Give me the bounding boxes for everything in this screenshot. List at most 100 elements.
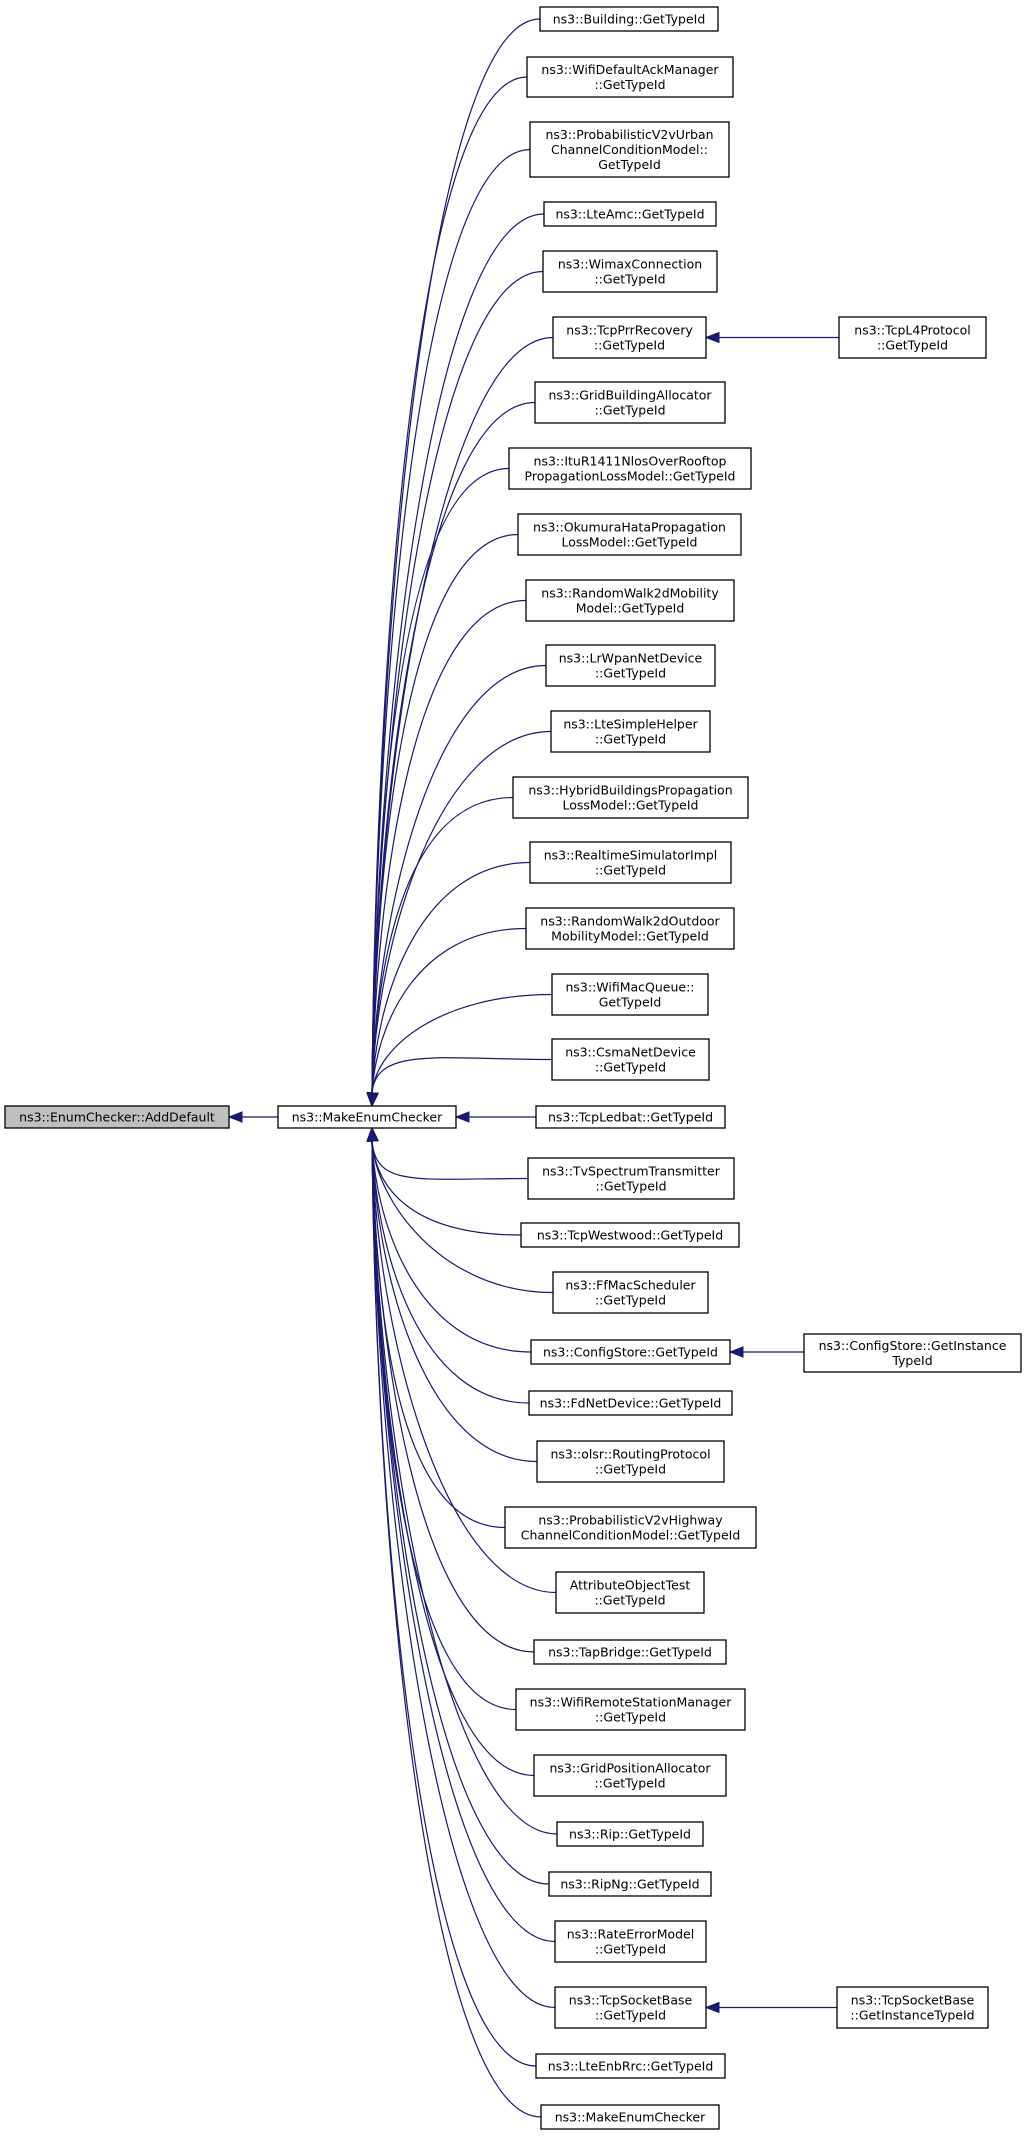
node-fd-net-device[interactable]: ns3::FdNetDevice::GetTypeId: [528, 1390, 733, 1416]
node-tcp-prr-recovery[interactable]: ns3::TcpPrrRecovery::GetTypeId: [552, 316, 707, 359]
node-box: [277, 1105, 457, 1129]
node-tv-spectrum-transmitter[interactable]: ns3::TvSpectrumTransmitter::GetTypeId: [527, 1157, 735, 1200]
node-label: ns3::ConfigStore::GetTypeId: [543, 1345, 718, 1360]
node-ripng[interactable]: ns3::RipNg::GetTypeId: [548, 1871, 712, 1897]
node-box: [526, 56, 734, 98]
node-label: ns3::ProbabilisticV2vHighway: [538, 1513, 723, 1528]
node-rate-error-model[interactable]: ns3::RateErrorModel::GetTypeId: [554, 1920, 707, 1963]
node-lte-enb-rrc[interactable]: ns3::LteEnbRrc::GetTypeId: [535, 2053, 726, 2079]
node-box: [515, 1688, 746, 1731]
node-label: PropagationLossModel::GetTypeId: [525, 469, 736, 484]
node-label: ns3::TapBridge::GetTypeId: [548, 1645, 712, 1660]
node-label: ::GetTypeId: [877, 338, 948, 353]
arrowhead-tcp-socket-base: [704, 2001, 720, 2014]
node-grid-building-allocator[interactable]: ns3::GridBuildingAllocator::GetTypeId: [534, 381, 726, 424]
edge-lrwpan-net-device-to-hub: [371, 664, 547, 1094]
node-box: [838, 316, 987, 359]
node-make-enum-checker-self[interactable]: ns3::MakeEnumChecker: [540, 2104, 720, 2130]
node-box: [530, 1339, 731, 1365]
node-box: [555, 1571, 705, 1614]
node-label: ns3::WifiMacQueue::: [565, 980, 694, 995]
node-probabilistic-v2v-urban[interactable]: ns3::ProbabilisticV2vUrbanChannelConditi…: [529, 121, 730, 178]
node-box: [548, 1871, 712, 1897]
node-label: ns3::Rip::GetTypeId: [569, 1827, 691, 1842]
node-box: [528, 1390, 733, 1416]
node-wifi-default-ack-manager[interactable]: ns3::WifiDefaultAckManager::GetTypeId: [526, 56, 734, 98]
node-tcp-socket-base[interactable]: ns3::TcpSocketBase::GetTypeId: [554, 1986, 707, 2029]
node-label: LossModel::GetTypeId: [563, 798, 699, 813]
node-box: [542, 250, 718, 293]
node-label: ::GetTypeId: [595, 1293, 666, 1308]
node-tap-bridge[interactable]: ns3::TapBridge::GetTypeId: [533, 1639, 727, 1665]
node-label: ::GetTypeId: [595, 1179, 666, 1194]
node-wifi-remote-station-manager[interactable]: ns3::WifiRemoteStationManager::GetTypeId: [515, 1688, 746, 1731]
node-label: ns3::RandomWalk2dMobility: [541, 586, 719, 601]
node-okumura-hata[interactable]: ns3::OkumuraHataPropagationLossModel::Ge…: [517, 513, 742, 556]
node-lte-simple-helper[interactable]: ns3::LteSimpleHelper::GetTypeId: [550, 710, 711, 753]
node-tcp-socket-base-instance[interactable]: ns3::TcpSocketBase::GetInstanceTypeId: [836, 1986, 989, 2029]
node-label: ns3::OkumuraHataPropagation: [533, 520, 726, 535]
node-ff-mac-scheduler[interactable]: ns3::FfMacScheduler::GetTypeId: [552, 1271, 709, 1314]
node-box: [525, 579, 735, 622]
node-hybrid-buildings-propagation[interactable]: ns3::HybridBuildingsPropagationLossModel…: [512, 776, 749, 819]
node-label: ::GetTypeId: [595, 666, 666, 681]
node-probabilistic-v2v-highway[interactable]: ns3::ProbabilisticV2vHighwayChannelCondi…: [504, 1506, 757, 1549]
edge-wifi-mac-queue-to-hub: [371, 993, 553, 1094]
node-grid-position-allocator[interactable]: ns3::GridPositionAllocator::GetTypeId: [533, 1754, 727, 1797]
node-label: TypeId: [891, 1353, 932, 1368]
arrowhead-root: [227, 1111, 243, 1123]
node-random-walk-2d-outdoor[interactable]: ns3::RandomWalk2dOutdoorMobilityModel::G…: [525, 907, 735, 950]
node-label: MobilityModel::GetTypeId: [551, 929, 709, 944]
node-config-store[interactable]: ns3::ConfigStore::GetTypeId: [530, 1339, 731, 1365]
node-label: ns3::TcpL4Protocol: [854, 323, 970, 338]
node-label: ::GetInstanceTypeId: [850, 2008, 974, 2023]
node-box: [552, 1271, 709, 1314]
node-label: ns3::GridBuildingAllocator: [548, 388, 712, 403]
node-box: [554, 1920, 707, 1963]
node-csma-net-device[interactable]: ns3::CsmaNetDevice::GetTypeId: [551, 1038, 710, 1081]
node-olsr-routing-protocol[interactable]: ns3::olsr::RoutingProtocol::GetTypeId: [536, 1440, 725, 1483]
node-label: ns3::TcpWestwood::GetTypeId: [537, 1228, 723, 1243]
node-building-gettypeid[interactable]: ns3::Building::GetTypeId: [539, 6, 719, 32]
node-lte-amc[interactable]: ns3::LteAmc::GetTypeId: [543, 201, 717, 227]
node-realtime-simulator-impl[interactable]: ns3::RealtimeSimulatorImpl::GetTypeId: [529, 841, 732, 884]
node-label: ns3::FfMacScheduler: [565, 1278, 696, 1293]
edge-tap-bridge-to-hub: [371, 1140, 535, 1653]
node-lrwpan-net-device[interactable]: ns3::LrWpanNetDevice::GetTypeId: [545, 644, 716, 687]
node-box: [545, 644, 716, 687]
node-wimax-connection[interactable]: ns3::WimaxConnection::GetTypeId: [542, 250, 718, 293]
node-box: [529, 841, 732, 884]
edge-lte-simple-helper-to-hub: [371, 730, 552, 1094]
node-label: ns3::WimaxConnection: [558, 257, 702, 272]
node-wifi-mac-queue[interactable]: ns3::WifiMacQueue::GetTypeId: [551, 973, 709, 1016]
node-label: ::GetTypeId: [595, 1942, 666, 1957]
node-box: [551, 1038, 710, 1081]
node-box: [533, 1639, 727, 1665]
node-label: ns3::ProbabilisticV2vUrban: [545, 127, 713, 142]
node-label: ns3::CsmaNetDevice: [565, 1045, 696, 1060]
node-tcp-l4-protocol[interactable]: ns3::TcpL4Protocol::GetTypeId: [838, 316, 987, 359]
edge-itur1411-nlos-to-hub: [371, 467, 510, 1094]
node-itur1411-nlos[interactable]: ns3::ItuR1411NlosOverRooftopPropagationL…: [508, 447, 752, 490]
node-make-enum-checker[interactable]: ns3::MakeEnumChecker: [277, 1105, 457, 1129]
edge-tcp-westwood-to-hub: [371, 1140, 522, 1236]
node-label: ::GetTypeId: [595, 863, 666, 878]
node-label: ::GetTypeId: [594, 77, 665, 92]
arrowhead-hub: [454, 1111, 470, 1123]
node-box: [504, 1506, 757, 1549]
node-tcp-ledbat[interactable]: ns3::TcpLedbat::GetTypeId: [535, 1105, 726, 1129]
edge-hybrid-buildings-propagation-to-hub: [371, 796, 514, 1094]
node-box: [508, 447, 752, 490]
node-label: ::GetTypeId: [594, 272, 665, 287]
edge-rate-error-model-to-hub: [371, 1140, 556, 1943]
node-label: ns3::FdNetDevice::GetTypeId: [540, 1396, 722, 1411]
node-config-store-instance[interactable]: ns3::ConfigStore::GetInstanceTypeId: [803, 1333, 1022, 1373]
node-box: [533, 1754, 727, 1797]
node-random-walk-2d-mobility[interactable]: ns3::RandomWalk2dMobilityModel::GetTypeI…: [525, 579, 735, 622]
node-attribute-object-test[interactable]: AttributeObjectTest::GetTypeId: [555, 1571, 705, 1614]
node-label: ns3::WifiRemoteStationManager: [530, 1695, 733, 1710]
node-rip[interactable]: ns3::Rip::GetTypeId: [556, 1821, 704, 1847]
node-label: GetTypeId: [599, 995, 662, 1010]
node-tcp-westwood[interactable]: ns3::TcpWestwood::GetTypeId: [520, 1222, 740, 1248]
